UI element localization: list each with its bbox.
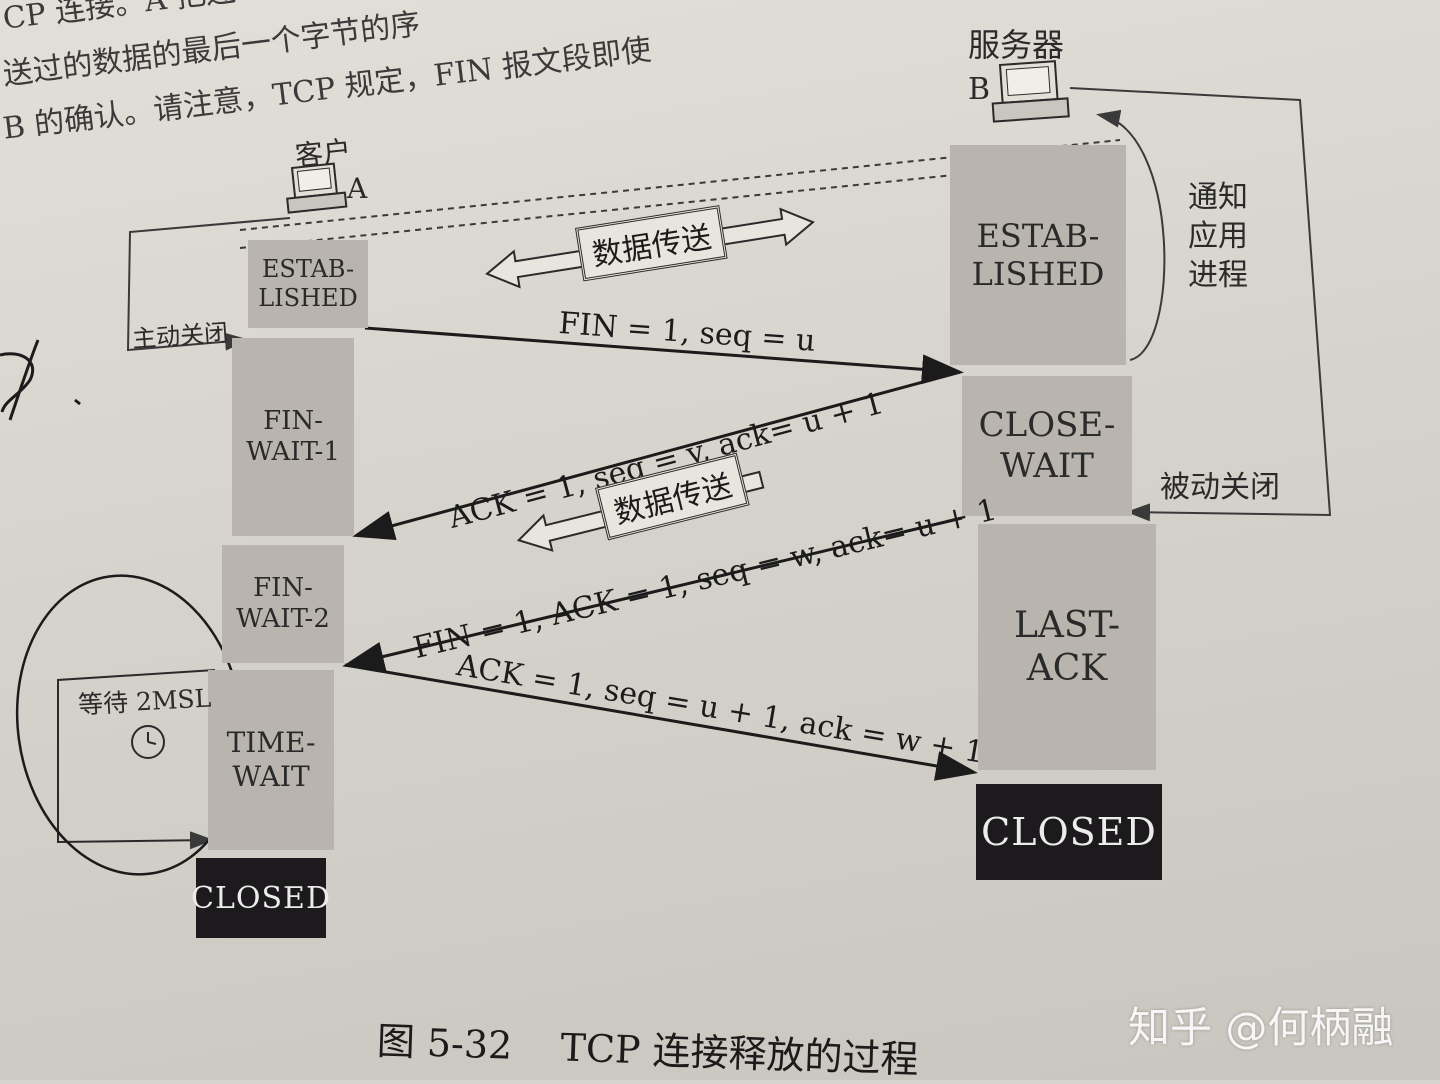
server-state-established: ESTAB- LISHED bbox=[950, 145, 1126, 365]
server-state-closed: CLOSED bbox=[976, 784, 1162, 880]
last-ack-arrow bbox=[344, 663, 978, 781]
active-close-path bbox=[126, 217, 291, 352]
fin-arrow bbox=[364, 326, 964, 385]
server-state-last-ack: LAST- ACK bbox=[978, 524, 1156, 770]
wait-2msl-box bbox=[57, 669, 216, 850]
client-state-closed: CLOSED bbox=[191, 858, 330, 938]
active-close-label: 主动关闭 bbox=[131, 318, 230, 354]
client-state-time-wait: TIME- WAIT bbox=[208, 670, 334, 850]
computer-icon bbox=[286, 162, 348, 214]
fin-ack-arrow bbox=[342, 516, 963, 672]
handwritten-mark bbox=[0, 339, 81, 421]
client-state-fin-wait-1: FIN- WAIT-1 bbox=[232, 338, 354, 536]
clock-icon bbox=[131, 725, 165, 759]
wait-2msl-label: 等待 2MSL bbox=[77, 683, 212, 720]
ack-arrow bbox=[352, 370, 961, 541]
client-name: 客户 bbox=[293, 134, 353, 173]
server-name: 服务器 bbox=[968, 26, 1065, 64]
server-state-close-wait: CLOSE- WAIT bbox=[962, 376, 1132, 516]
client-state-established: ESTAB- LISHED bbox=[248, 240, 368, 328]
client-letter: A bbox=[347, 172, 368, 205]
notify-app-curve bbox=[1096, 109, 1166, 361]
server-letter: B bbox=[968, 72, 991, 107]
notify-app-label: 通知 应用 进程 bbox=[1188, 180, 1248, 293]
computer-icon bbox=[991, 60, 1070, 123]
passive-close-label: 被动关闭 bbox=[1160, 470, 1280, 505]
watermark: 知乎 @何柄融 bbox=[1128, 1003, 1394, 1052]
client-state-fin-wait-2: FIN- WAIT-2 bbox=[222, 545, 344, 663]
passive-close-path bbox=[1069, 87, 1332, 522]
